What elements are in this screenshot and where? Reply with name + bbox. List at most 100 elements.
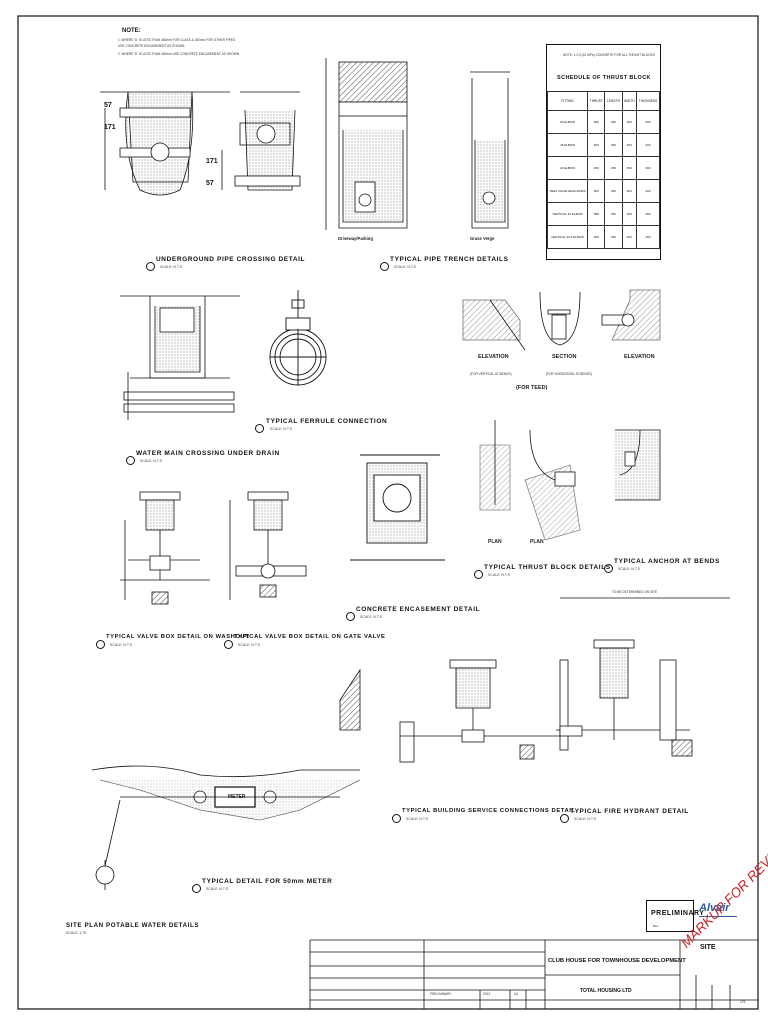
title-trench: TYPICAL PIPE TRENCH DETAILS (390, 256, 509, 263)
preliminary-stamp: PRELIMINARY Rev (646, 900, 704, 932)
schedule-cell: 300 (636, 179, 660, 203)
building-service-drawing (399, 659, 569, 763)
title-siteplan: SITE PLAN POTABLE WATER DETAILS (66, 922, 200, 929)
gatevalve-valvebox-drawing (229, 491, 307, 600)
schedule-cell: 450 (621, 133, 638, 157)
schedule-cell: 450 (604, 202, 623, 226)
schedule-cell: VERTICAL 22.5 ELBOW (546, 225, 589, 249)
schedule-cell: 450 (621, 110, 638, 134)
title-meter: TYPICAL DETAIL FOR 50mm METER (202, 878, 333, 885)
schedule-cell: 300 (636, 133, 660, 157)
dim-171-top: 171 (104, 124, 116, 131)
schedule-cell: 300 (636, 110, 660, 134)
schedule-note: NOTE: 1:2:3 (15 MPa) CONCRETE FOR ALL TH… (563, 53, 655, 57)
detail-marker (392, 814, 401, 823)
note-line-3: 2. WHERE 'D' IS LESS THAN 450mm USE CONC… (118, 52, 240, 56)
schedule-header: LENGTH (604, 91, 623, 111)
detail-marker (474, 570, 483, 579)
schedule-cell: TEES VALVE DEAD ENDS (546, 179, 589, 203)
schedule-cell: TBS (587, 202, 606, 226)
detail-marker (126, 456, 135, 465)
schedule-cell: 450 (636, 202, 660, 226)
underground-crossing-drawing (100, 91, 301, 196)
scale-thrust: SCALE: N.T.S (488, 573, 510, 577)
site-label: SITE (700, 944, 716, 951)
schedule-header: WIDTH (621, 91, 638, 111)
label-elevation-1: ELEVATION (478, 354, 509, 360)
detail-marker (380, 262, 389, 271)
scale-building: SCALE: N.T.S (406, 817, 428, 821)
schedule-cell: 450 (587, 156, 606, 180)
ferrule-connection-drawing (269, 290, 327, 386)
schedule-header: FITTING (546, 91, 589, 111)
watermain-drawing (120, 295, 240, 420)
schedule-cell: 450 (621, 225, 638, 249)
sheet-border (17, 15, 759, 1010)
title-ferrule: TYPICAL FERRULE CONNECTION (266, 418, 388, 425)
dim-57-top: 57 (104, 102, 112, 109)
scale-underground: SCALE: N.T.S (160, 265, 182, 269)
schedule-header: THRUST (587, 91, 606, 111)
schedule-cell: 450 (604, 110, 623, 134)
schedule-table: FITTING THRUST LENGTH WIDTH THICKNESS 90… (546, 91, 660, 249)
detail-marker (96, 640, 105, 649)
title-washout: TYPICAL VALVE BOX DETAIL ON WASHOUT (106, 634, 250, 640)
title-watermain: WATER MAIN CROSSING UNDER DRAIN (136, 450, 280, 457)
title-encasement: CONCRETE ENCASEMENT DETAIL (356, 606, 481, 613)
encasement-drawing (350, 454, 445, 561)
schedule-cell: 600 (587, 110, 606, 134)
note-line-2: USE CONCRETE ENCASEMENT AS SHOWN. (118, 44, 186, 48)
detail-marker (192, 884, 201, 893)
schedule-cell: 600 (587, 179, 606, 203)
detail-marker (604, 564, 613, 573)
logo-text: Alvair (699, 902, 730, 914)
preliminary-sub: Rev (653, 924, 659, 928)
schedule-cell: 450 (621, 156, 638, 180)
schedule-cell: 450 (604, 179, 623, 203)
revision-status: PRELIMINARY (430, 992, 452, 996)
scale-trench: SCALE: N.T.S (394, 265, 416, 269)
scale-ferrule: SCALE: N.T.S (270, 427, 292, 431)
dim-57-right: 57 (206, 180, 214, 187)
thrust-block-schedule: NOTE: 1:2:3 (15 MPa) CONCRETE FOR ALL TH… (546, 44, 661, 260)
fire-hydrant-drawing (556, 597, 730, 757)
pipe-trench-drawing (325, 58, 510, 230)
schedule-cell: VERTICAL 45 ELBOW (546, 202, 589, 226)
schedule-cell: 600 (587, 133, 606, 157)
title-block-lines (309, 939, 758, 1009)
meter-detail-drawing (91, 668, 361, 890)
title-underground: UNDERGROUND PIPE CROSSING DETAIL (156, 256, 306, 263)
title-thrust: TYPICAL THRUST BLOCK DETAILS (484, 564, 611, 571)
label-grass-verge: Grass Verge (470, 236, 495, 241)
title-building: TYPICAL BUILDING SERVICE CONNECTIONS DET… (402, 808, 576, 814)
schedule-cell: 22 ELBOW (546, 156, 589, 180)
label-for-horizontal: (FOR HORIZONTAL AT BENDS) (546, 372, 593, 376)
client-name: TOTAL HOUSING LTD (580, 988, 632, 994)
schedule-cell: 450 (604, 225, 623, 249)
scale-watermain: SCALE: N.T.S (140, 459, 162, 463)
scale-gatevalve: SCALE: N.T.S (238, 643, 260, 647)
company-logo: Alvair (697, 902, 741, 932)
label-plan-2: PLAN (530, 539, 544, 545)
schedule-header-row: FITTING THRUST LENGTH WIDTH THICKNESS (546, 91, 660, 111)
schedule-cell: 600 (621, 179, 638, 203)
preliminary-label: PRELIMINARY (651, 910, 705, 917)
revision-number: 1A (514, 992, 518, 996)
dim-171-right: 171 (206, 158, 218, 165)
label-elevation-2: ELEVATION (624, 354, 655, 360)
label-for-vertical: (FOR VERTICAL AT BENDS) (470, 372, 512, 376)
schedule-cell: 45 ELBOW (546, 133, 589, 157)
sheet-number: 175 (740, 1000, 746, 1004)
detail-marker (560, 814, 569, 823)
label-section: SECTION (552, 354, 577, 360)
title-anchor: TYPICAL ANCHOR AT BENDS (614, 558, 720, 565)
label-driveway: Driveway/Parking (338, 236, 373, 241)
detail-marker (255, 424, 264, 433)
scale-anchor: SCALE: N.T.S (618, 567, 640, 571)
thrust-elevations-drawing (462, 289, 661, 351)
